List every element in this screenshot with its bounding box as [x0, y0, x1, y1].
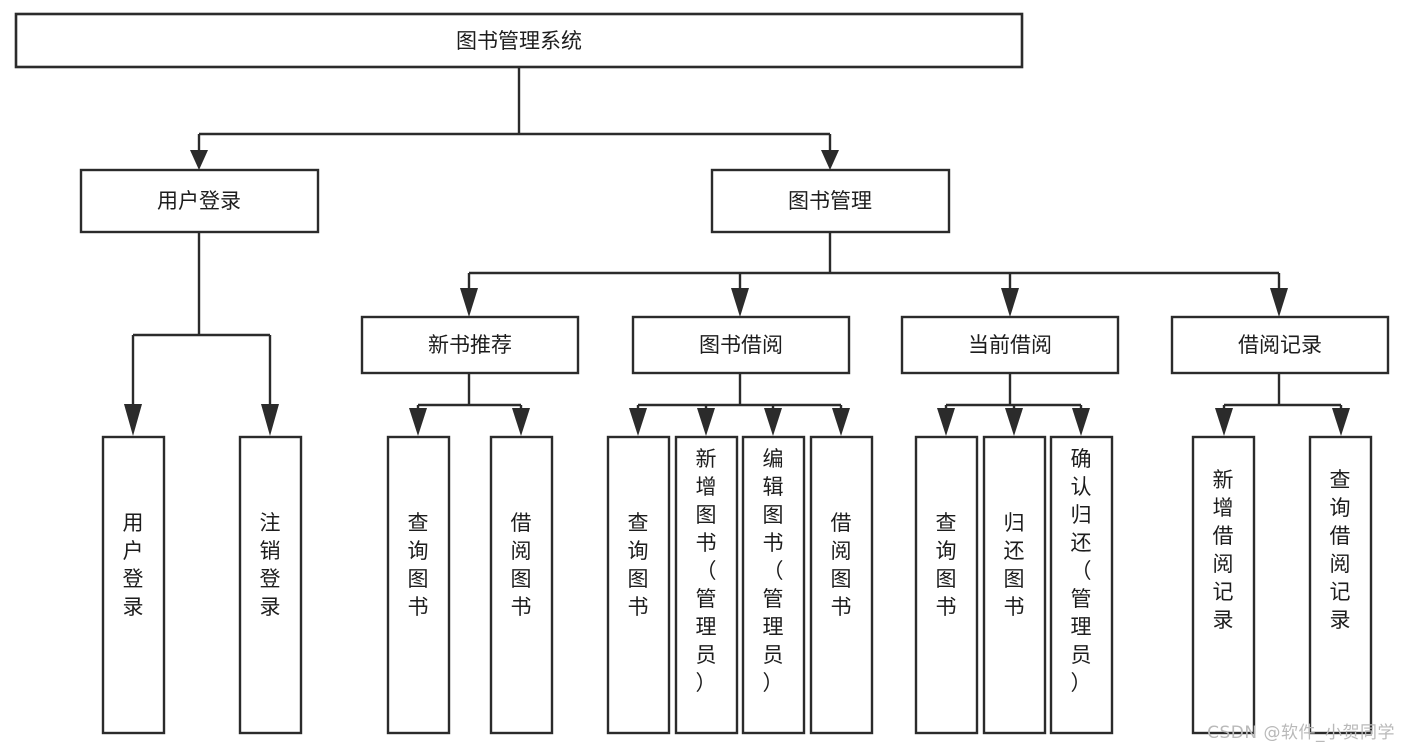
arrow-to-leaf-add-book: [697, 408, 715, 436]
leaf-query-book-2-box[interactable]: [606, 435, 671, 735]
node-root-label: 图书管理系统: [456, 29, 582, 53]
arrow-to-book-borrow: [731, 288, 749, 317]
node-book-borrow[interactable]: 图书借阅: [631, 315, 851, 375]
arrow-to-leaf-query-record: [1332, 408, 1350, 436]
node-current-borrow-box[interactable]: [900, 315, 1120, 375]
leaf-confirm-return[interactable]: 确认归还（管理员）: [1049, 435, 1114, 735]
leaf-query-book-3-label: 查询图书: [936, 511, 957, 619]
leaf-add-record[interactable]: 新增借阅记录: [1191, 435, 1256, 735]
leaf-borrow-book-2-box[interactable]: [809, 435, 874, 735]
node-book-borrow-label: 图书借阅: [699, 333, 783, 357]
connectors: [124, 67, 1350, 436]
arrow-to-leaf-user-login: [124, 404, 142, 436]
node-borrow-record[interactable]: 借阅记录: [1170, 315, 1390, 375]
node-new-book-rec[interactable]: 新书推荐: [360, 315, 580, 375]
leaf-add-book[interactable]: 新增图书（管理员）: [674, 435, 739, 735]
leaf-query-book-3-box[interactable]: [914, 435, 979, 735]
leaf-query-book-1[interactable]: 查询图书: [386, 435, 451, 735]
arrow-to-new-book-rec: [460, 288, 478, 317]
leaf-borrow-book-1[interactable]: 借阅图书: [489, 435, 554, 735]
leaf-edit-book[interactable]: 编辑图书（管理员）: [741, 435, 806, 735]
arrow-to-leaf-query-book-2: [629, 408, 647, 436]
leaf-confirm-return-label: 确认归还（管理员）: [1071, 447, 1092, 695]
node-user-login[interactable]: 用户登录: [79, 168, 320, 234]
leaf-add-record-label: 新增借阅记录: [1213, 468, 1234, 632]
leaf-borrow-book-1-box[interactable]: [489, 435, 554, 735]
leaf-query-record[interactable]: 查询借阅记录: [1308, 435, 1373, 735]
arrow-to-leaf-borrow-book-2: [832, 408, 850, 436]
node-root[interactable]: 图书管理系统: [14, 12, 1024, 69]
node-user-login-box[interactable]: [79, 168, 320, 234]
arrow-to-leaf-user-logout: [261, 404, 279, 436]
leaf-query-record-box[interactable]: [1308, 435, 1373, 735]
node-new-book-rec-label: 新书推荐: [428, 333, 512, 357]
arrow-to-leaf-confirm-return: [1072, 408, 1090, 436]
leaf-user-logout-box[interactable]: [238, 435, 303, 735]
leaf-return-book-box[interactable]: [982, 435, 1047, 735]
arrow-to-current-borrow: [1001, 288, 1019, 317]
leaf-borrow-book-2[interactable]: 借阅图书: [809, 435, 874, 735]
leaf-query-book-2-label: 查询图书: [628, 511, 649, 619]
arrow-to-leaf-query-book-1: [409, 408, 427, 436]
arrow-to-user-login: [190, 150, 208, 170]
leaf-user-login-box[interactable]: [101, 435, 166, 735]
leaf-add-book-label: 新增图书（管理员）: [696, 447, 717, 695]
node-book-borrow-box[interactable]: [631, 315, 851, 375]
leaf-add-record-box[interactable]: [1191, 435, 1256, 735]
csdn-watermark: CSDN @软件_小贺同学: [1207, 723, 1395, 743]
leaf-confirm-return-box[interactable]: [1049, 435, 1114, 735]
node-book-manage[interactable]: 图书管理: [710, 168, 951, 234]
leaf-return-book[interactable]: 归还图书: [982, 435, 1047, 735]
node-user-login-label: 用户登录: [157, 189, 241, 213]
leaf-borrow-book-2-label: 借阅图书: [831, 511, 852, 619]
node-current-borrow[interactable]: 当前借阅: [900, 315, 1120, 375]
leaf-add-book-box[interactable]: [674, 435, 739, 735]
arrow-to-leaf-return-book: [1005, 408, 1023, 436]
leaf-query-book-2[interactable]: 查询图书: [606, 435, 671, 735]
arrow-to-leaf-edit-book: [764, 408, 782, 436]
leaf-query-book-3[interactable]: 查询图书: [914, 435, 979, 735]
leaf-user-login-label: 用户登录: [123, 511, 144, 619]
node-new-book-rec-box[interactable]: [360, 315, 580, 375]
leaf-user-login[interactable]: 用户登录: [101, 435, 166, 735]
node-book-manage-box[interactable]: [710, 168, 951, 234]
leaf-return-book-label: 归还图书: [1004, 511, 1025, 619]
leaf-query-record-label: 查询借阅记录: [1330, 468, 1351, 632]
leaf-borrow-book-1-label: 借阅图书: [511, 511, 532, 619]
arrow-to-book-manage: [821, 150, 839, 170]
arrow-to-leaf-add-record: [1215, 408, 1233, 436]
arrow-to-leaf-borrow-book-1: [512, 408, 530, 436]
leaf-query-book-1-box[interactable]: [386, 435, 451, 735]
arrow-to-leaf-query-book-3: [937, 408, 955, 436]
node-root-box[interactable]: [14, 12, 1024, 69]
leaf-user-logout-label: 注销登录: [260, 511, 281, 619]
leaf-query-book-1-label: 查询图书: [408, 511, 429, 619]
node-borrow-record-box[interactable]: [1170, 315, 1390, 375]
arrow-to-borrow-record: [1270, 288, 1288, 317]
leaf-user-logout[interactable]: 注销登录: [238, 435, 303, 735]
node-current-borrow-label: 当前借阅: [968, 333, 1052, 357]
node-book-manage-label: 图书管理: [788, 189, 872, 213]
node-borrow-record-label: 借阅记录: [1238, 333, 1322, 357]
leaf-edit-book-label: 编辑图书（管理员）: [763, 447, 784, 695]
leaf-edit-book-box[interactable]: [741, 435, 806, 735]
